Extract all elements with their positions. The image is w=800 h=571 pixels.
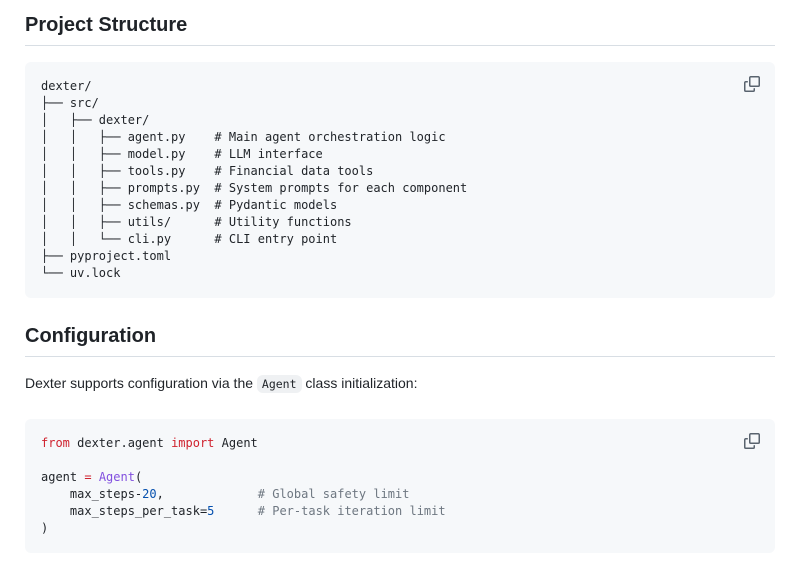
config-intro-paragraph: Dexter supports configuration via the Ag… bbox=[25, 373, 775, 395]
code-token-number: 20 bbox=[142, 487, 157, 501]
section-heading-configuration: Configuration bbox=[25, 324, 775, 357]
code-token-default: max_steps- bbox=[41, 487, 143, 501]
section-heading-project-structure: Project Structure bbox=[25, 13, 775, 46]
paragraph-text-before: Dexter supports configuration via the bbox=[25, 375, 257, 391]
code-token-default bbox=[214, 504, 257, 518]
paragraph-text-after: class initialization: bbox=[301, 375, 418, 391]
inline-code-agent: Agent bbox=[256, 375, 302, 393]
code-token-comment: # Per-task iteration limit bbox=[257, 504, 446, 518]
code-token-default: ) bbox=[41, 521, 49, 535]
code-token-default bbox=[92, 470, 99, 484]
code-token-comment: # Global safety limit bbox=[257, 487, 410, 501]
code-token-default: dexter.agent bbox=[69, 436, 172, 450]
copy-icon bbox=[744, 433, 760, 449]
copy-button[interactable] bbox=[739, 428, 765, 454]
code-line: from dexter.agent import Agent bbox=[41, 435, 759, 452]
code-line: max_steps-20, # Global safety limit bbox=[41, 486, 759, 503]
code-token-default: Agent bbox=[214, 436, 258, 450]
code-token-default: ( bbox=[134, 470, 143, 484]
code-line bbox=[41, 452, 759, 469]
python-config-code: from dexter.agent import Agent agent = A… bbox=[41, 435, 759, 537]
code-token-default: agent bbox=[41, 470, 85, 484]
code-token-default: , bbox=[156, 487, 258, 501]
project-structure-code-block: dexter/ ├── src/ │ ├── dexter/ │ │ ├── a… bbox=[25, 62, 775, 298]
copy-button[interactable] bbox=[739, 71, 765, 97]
code-token-number: 5 bbox=[207, 504, 215, 518]
code-token-default: max_steps_per_task= bbox=[41, 504, 208, 518]
code-line: agent = Agent( bbox=[41, 469, 759, 486]
copy-icon bbox=[744, 76, 760, 92]
code-token-entity: Agent bbox=[98, 470, 135, 484]
code-line: max_steps_per_task=5 # Per-task iteratio… bbox=[41, 503, 759, 520]
project-tree-code: dexter/ ├── src/ │ ├── dexter/ │ │ ├── a… bbox=[41, 79, 468, 280]
code-token-keyword: import bbox=[171, 436, 215, 450]
code-token-keyword: = bbox=[84, 470, 92, 484]
config-code-block: from dexter.agent import Agent agent = A… bbox=[25, 419, 775, 553]
code-line: ) bbox=[41, 520, 759, 537]
code-token-keyword: from bbox=[41, 436, 70, 450]
